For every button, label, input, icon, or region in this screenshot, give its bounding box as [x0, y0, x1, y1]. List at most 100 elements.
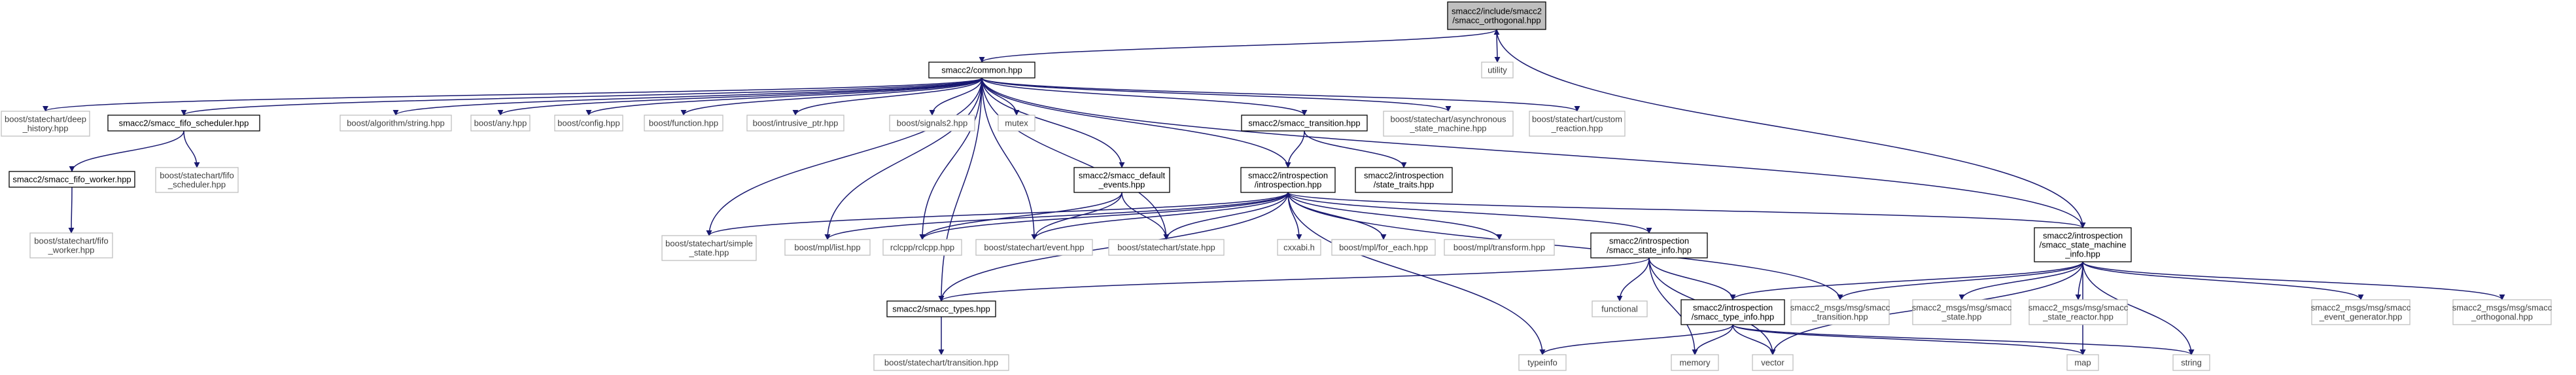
node-box: [1590, 232, 1708, 259]
node-label: boost/signals2.hpp: [897, 118, 967, 128]
node-label: smacc2/introspection: [1248, 171, 1328, 181]
node-signals2: boost/signals2.hpp: [889, 115, 975, 132]
node-functional: functional: [1592, 300, 1648, 317]
node-label: boost/statechart/transition.hpp: [884, 358, 998, 368]
edge-introspection-to-sc_event: [1031, 192, 1289, 240]
node-box: [155, 167, 239, 193]
node-config: boost/config.hpp: [554, 115, 623, 132]
node-box: [1073, 167, 1170, 193]
node-mpl-transform: boost/mpl/transform.hpp: [1444, 239, 1555, 256]
node-box: [975, 239, 1093, 256]
node-label: smacc2_msgs/msg/smacc: [2028, 303, 2129, 313]
node-msg-orthogonal: smacc2_msgs/msg/smacc_orthogonal.hpp: [2452, 299, 2552, 325]
node-label: smacc2/smacc_fifo_worker.hpp: [12, 175, 131, 185]
node-fifo-worker[interactable]: smacc2/smacc_fifo_worker.hpp: [9, 171, 135, 188]
edge-fifo_scheduler-to-sc_fifo_scheduler: [183, 130, 200, 168]
node-label: boost/algorithm/string.hpp: [347, 118, 445, 128]
node-box: [1355, 167, 1453, 193]
edge-default_events-to-sc_event: [1031, 192, 1123, 240]
node-msg-transition: smacc2_msgs/msg/smacc_transition.hpp: [1790, 299, 1890, 325]
edge-introspection-to-sm_info: [1287, 192, 2086, 228]
node-label: _state.hpp: [689, 248, 729, 258]
node-sc-fifo-scheduler: boost/statechart/fifo_scheduler.hpp: [155, 167, 239, 193]
node-box: [889, 115, 975, 132]
edge-common-to-default_events: [981, 77, 1125, 168]
node-label: typeinfo: [1527, 358, 1558, 368]
edge-sm_info-to-msg_event_generator: [2082, 261, 2364, 300]
node-label: smacc2_msgs/msg/smacc: [2311, 303, 2411, 313]
node-label: _state_reactor.hpp: [2042, 312, 2114, 322]
node-label: smacc2_msgs/msg/smacc: [1790, 303, 1890, 313]
node-box: [1912, 299, 2011, 325]
node-smacc-transition[interactable]: smacc2/smacc_transition.hpp: [1241, 115, 1368, 132]
edge-introspection-to-mpl_list: [824, 192, 1289, 240]
edge-type_info-to-vector: [1732, 324, 1776, 355]
node-label: smacc2/smacc_fifo_scheduler.hpp: [119, 118, 249, 128]
node-label: smacc2/introspection: [1693, 303, 1773, 313]
node-string: string: [2172, 354, 2210, 371]
edge-common-to-rclcpp: [919, 77, 983, 240]
node-typeinfo: typeinfo: [1518, 354, 1567, 371]
node-map: map: [2066, 354, 2099, 371]
node-label: boost/any.hpp: [474, 118, 527, 128]
node-box: [784, 239, 871, 256]
node-sm-info[interactable]: smacc2/introspection/smacc_state_machine…: [2034, 227, 2132, 262]
node-memory: memory: [1671, 354, 1719, 371]
node-box: [1108, 239, 1225, 256]
node-label: smacc2/common.hpp: [941, 65, 1022, 75]
node-smacc-types[interactable]: smacc2/smacc_types.hpp: [886, 300, 996, 317]
node-algorithm-string: boost/algorithm/string.hpp: [339, 115, 452, 132]
node-deep-history: boost/statechart/deep_history.hpp: [1, 111, 90, 137]
node-box: [998, 115, 1036, 132]
node-state-traits[interactable]: smacc2/introspection/state_traits.hpp: [1355, 167, 1453, 193]
node-msg-state: smacc2_msgs/msg/smacc_state.hpp: [1912, 299, 2012, 325]
node-type-info[interactable]: smacc2/introspection/smacc_type_info.hpp: [1680, 299, 1785, 325]
node-box: [2452, 299, 2552, 325]
edge-type_info-to-memory: [1692, 324, 1733, 355]
node-common[interactable]: smacc2/common.hpp: [928, 62, 1036, 79]
edge-common-to-fifo_scheduler: [181, 77, 983, 116]
node-label: boost/mpl/list.hpp: [794, 243, 860, 253]
node-box: [1592, 300, 1648, 317]
edge-fifo_worker-to-sc_fifo_worker: [68, 187, 75, 234]
node-any: boost/any.hpp: [470, 115, 531, 132]
edge-common-to-mpl_list: [824, 77, 983, 240]
edge-introspection-to-msg_transition: [1287, 192, 1843, 300]
node-cxxabi: cxxabi.h: [1277, 239, 1321, 256]
edge-introspection-to-cxxabi: [1287, 192, 1302, 240]
node-label: boost/config.hpp: [557, 118, 619, 128]
node-box: [644, 115, 723, 132]
node-utility: utility: [1481, 62, 1514, 79]
node-label: smacc2_msgs/msg/smacc: [1912, 303, 2012, 313]
node-box: [1331, 239, 1436, 256]
edge-introspection-to-sc_state: [1163, 192, 1289, 240]
node-label: boost/mpl/for_each.hpp: [1339, 243, 1428, 253]
node-label: /smacc_state_machine: [2040, 240, 2127, 250]
edge-common-to-async_sm: [981, 77, 1452, 112]
edge-common-to-intrusive_ptr: [792, 77, 983, 116]
node-introspection[interactable]: smacc2/introspection/introspection.hpp: [1240, 167, 1336, 193]
edge-common-to-function: [680, 77, 983, 116]
node-label: /introspection.hpp: [1255, 180, 1322, 190]
node-box: [1444, 239, 1555, 256]
node-label: rclcpp/rclcpp.hpp: [890, 243, 954, 253]
edge-common-to-simple_state: [706, 77, 983, 236]
node-fifo-scheduler[interactable]: smacc2/smacc_fifo_scheduler.hpp: [107, 115, 260, 132]
node-label: boost/statechart/custom: [1532, 115, 1622, 124]
node-box: [1790, 299, 1890, 325]
node-root[interactable]: smacc2/include/smacc2/smacc_orthogonal.h…: [1447, 1, 1546, 30]
node-default-events[interactable]: smacc2/smacc_default_events.hpp: [1073, 167, 1170, 193]
node-state-info[interactable]: smacc2/introspection/smacc_state_info.hp…: [1590, 232, 1708, 259]
edge-sm_info-to-root: [1493, 29, 2083, 228]
edge-state_info-to-memory: [1648, 257, 1698, 355]
node-label: vector: [1761, 358, 1784, 368]
node-label: boost/function.hpp: [649, 118, 718, 128]
node-box: [470, 115, 531, 132]
node-label: functional: [1601, 304, 1638, 314]
edge-common-to-smacc_transition: [981, 77, 1308, 116]
node-label: memory: [1680, 358, 1711, 368]
edge-common-to-smacc_types: [938, 77, 983, 302]
node-box: [1241, 115, 1368, 132]
edge-type_info-to-map: [1732, 324, 2086, 355]
node-label: smacc2/smacc_default: [1079, 171, 1166, 181]
